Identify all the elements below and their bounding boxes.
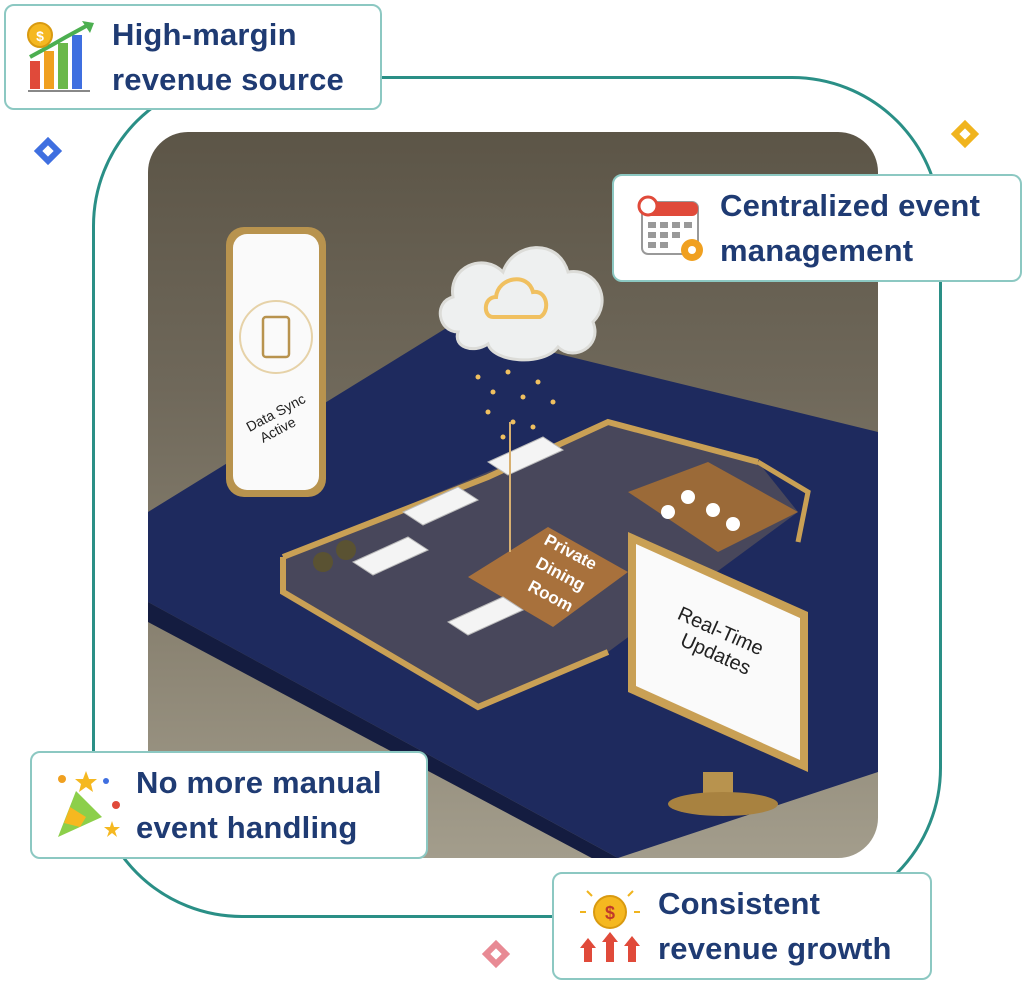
cloud <box>438 246 604 362</box>
card-manual-line1: No more manual <box>136 765 382 800</box>
card-growth-text: Consistent revenue growth <box>658 881 892 971</box>
desktop-monitor: Real-Time Updates <box>628 532 808 816</box>
card-manual-line2: event handling <box>136 810 358 845</box>
card-high-margin: $ High-margin revenue source <box>4 4 382 110</box>
teal-outline-frame <box>92 76 942 918</box>
blue-diamond-icon <box>33 136 63 166</box>
restaurant-scene: Private Dining Room Data <box>148 132 878 858</box>
calendar-gear-icon <box>637 195 703 261</box>
card-centralized-line2: management <box>720 233 914 268</box>
card-high-margin-line2: revenue source <box>112 62 344 97</box>
card-growth: $ Consistent revenue growth <box>552 872 932 980</box>
svg-text:$: $ <box>36 28 44 44</box>
coin-growth-icon: $ <box>580 890 640 962</box>
svg-text:$: $ <box>605 903 615 923</box>
card-centralized: Centralized event management <box>612 174 1022 282</box>
card-growth-line1: Consistent <box>658 886 821 921</box>
card-manual: No more manual event handling <box>30 751 428 859</box>
party-popper-icon <box>58 771 120 837</box>
card-centralized-line1: Centralized event <box>720 188 981 223</box>
card-centralized-text: Centralized event management <box>720 183 980 273</box>
pink-diamond-icon <box>481 939 511 969</box>
smartphone: Data Sync Active <box>226 227 326 497</box>
card-manual-text: No more manual event handling <box>136 760 382 850</box>
isometric-restaurant-illustration: Private Dining Room Data <box>148 227 878 858</box>
revenue-chart-icon: $ <box>27 21 94 92</box>
card-growth-line2: revenue growth <box>658 931 892 966</box>
card-high-margin-text: High-margin revenue source <box>112 12 344 102</box>
yellow-diamond-icon <box>950 119 980 149</box>
card-high-margin-line1: High-margin <box>112 17 297 52</box>
private-room-floor <box>468 527 628 627</box>
